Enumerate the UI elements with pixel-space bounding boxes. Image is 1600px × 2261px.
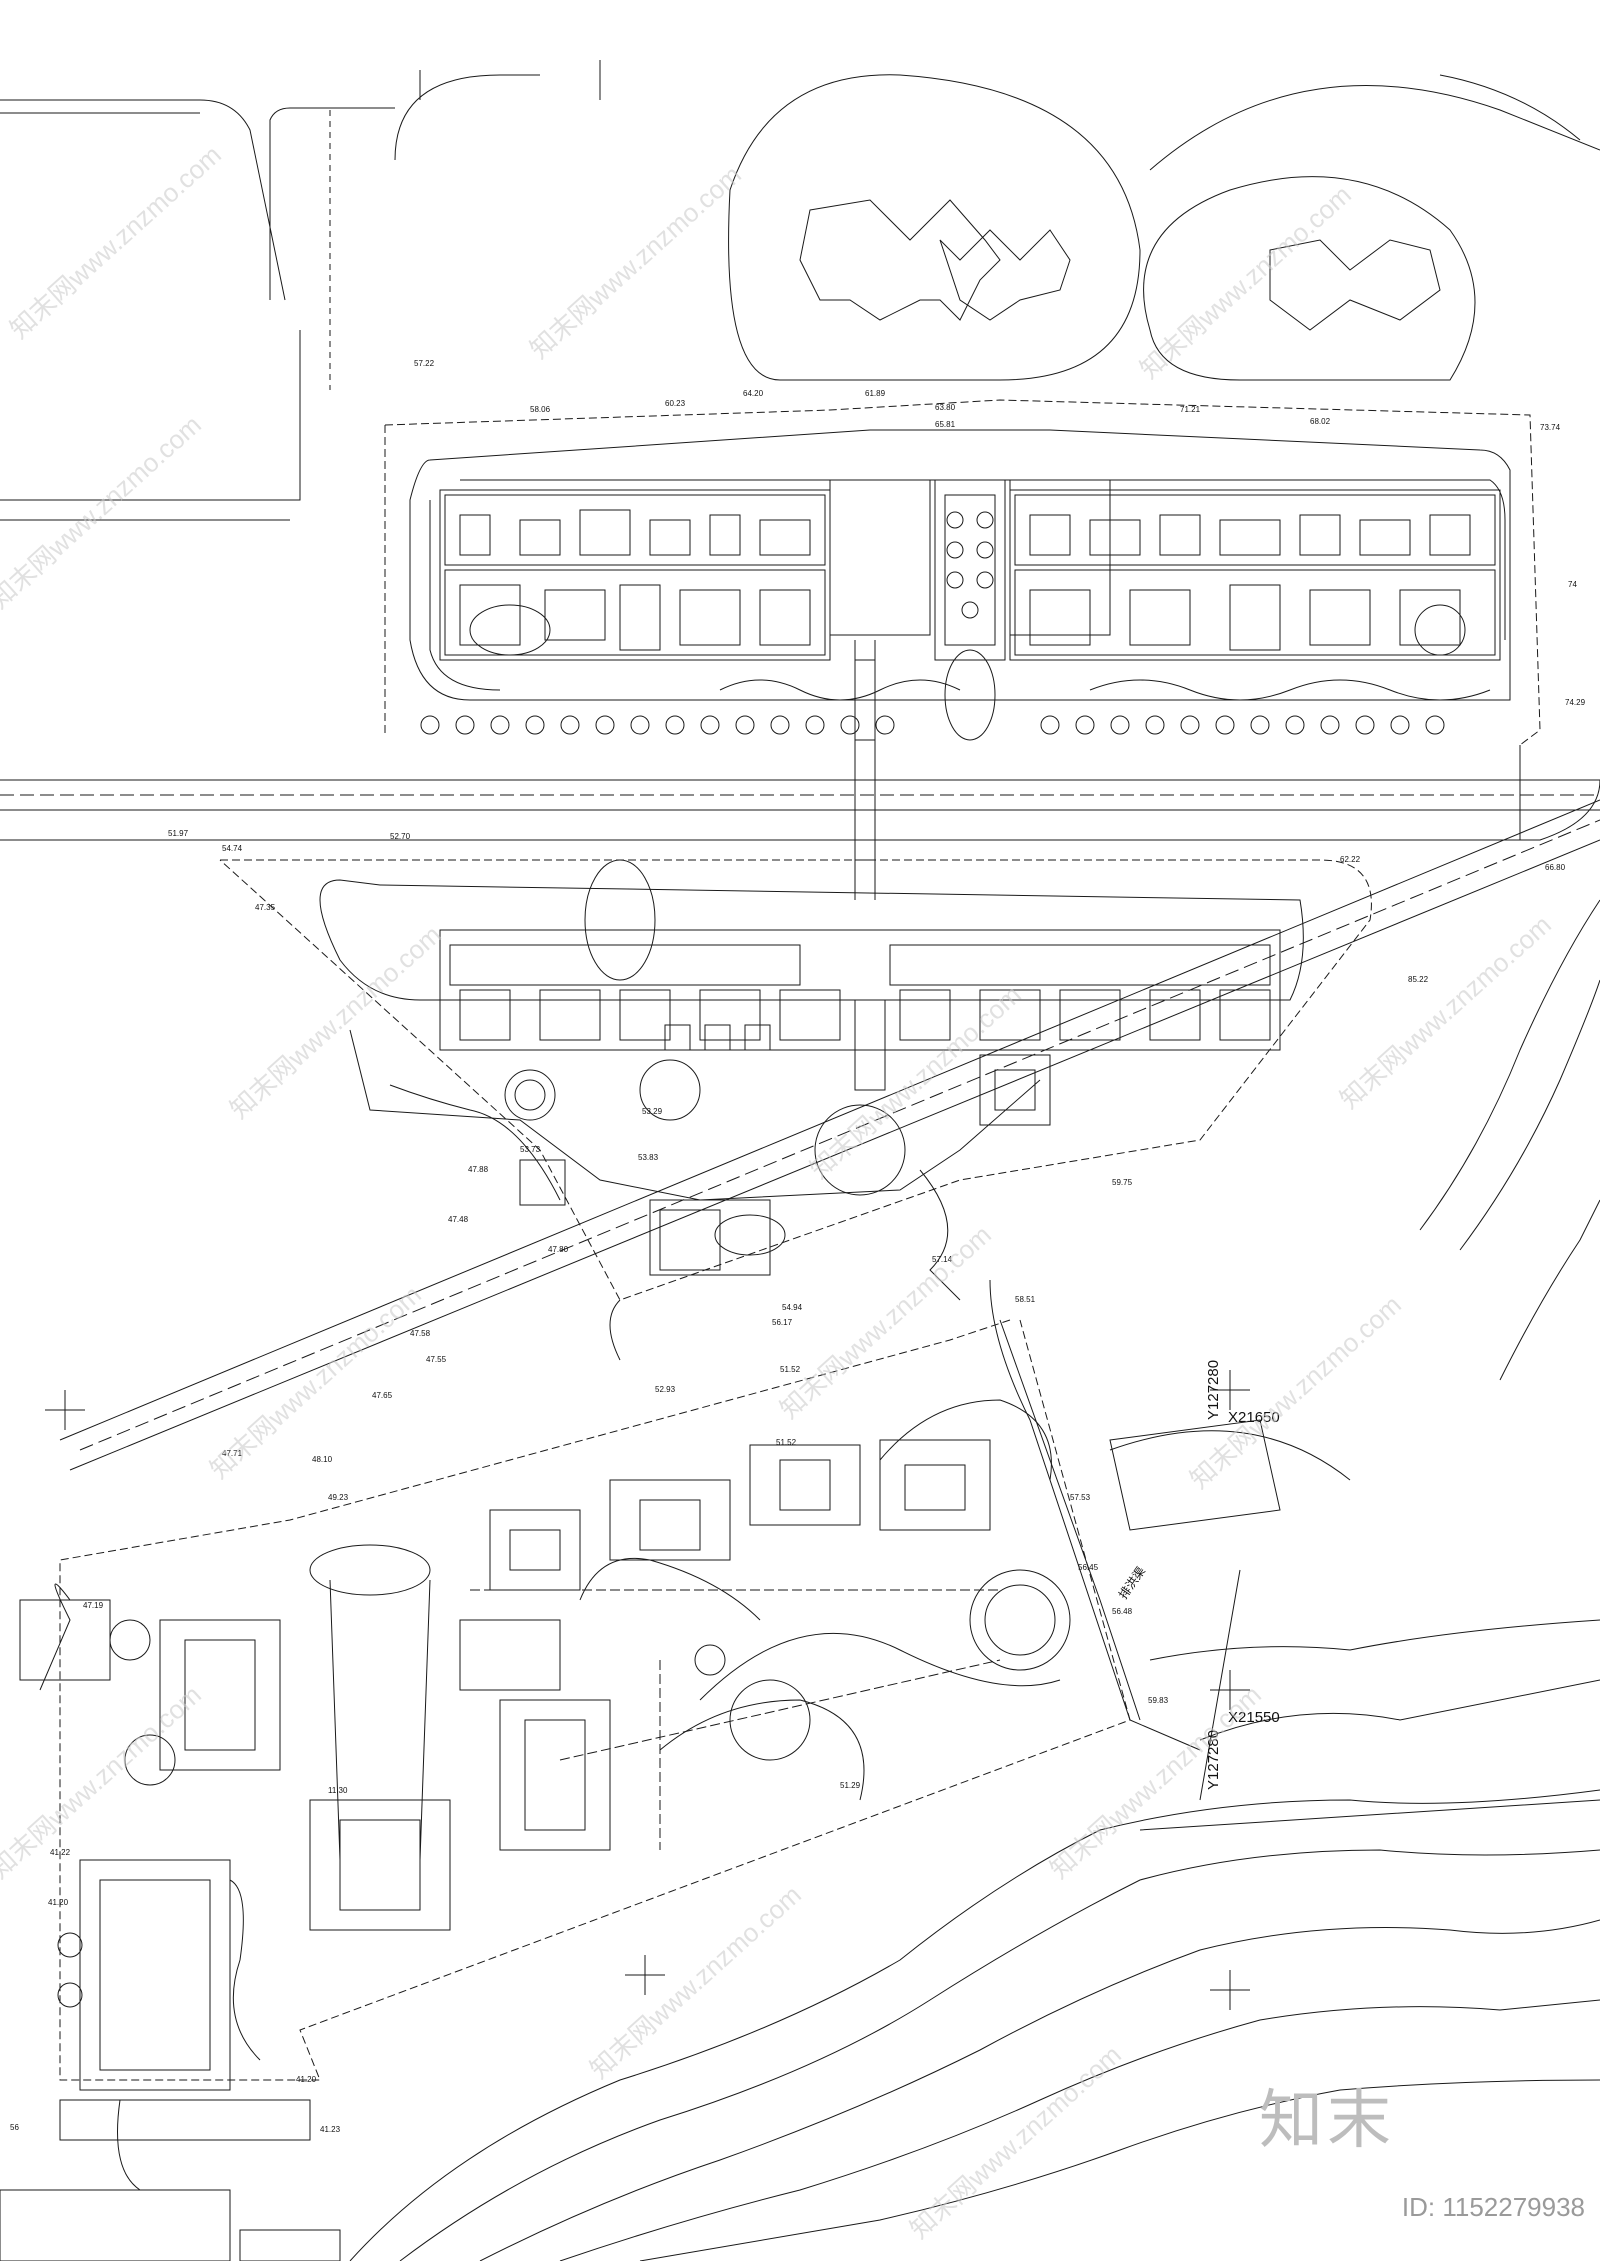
elevation-label: 60.23 <box>665 399 686 408</box>
elevation-label: 53.73 <box>520 1145 541 1154</box>
elevation-label: 59.75 <box>1112 1178 1133 1187</box>
elevation-label: 56 <box>10 2123 19 2132</box>
elevation-label: 68.02 <box>1310 417 1331 426</box>
elevation-label: 52.93 <box>655 1385 676 1394</box>
elevation-label: 54.94 <box>782 1303 803 1312</box>
elevation-label: 41.20 <box>48 1898 69 1907</box>
coord-y-upper: Y127280 <box>1205 1360 1222 1420</box>
elevation-label: 57.53 <box>1070 1493 1091 1502</box>
elevation-label: 74 <box>1568 580 1577 589</box>
asset-id: ID: 1152279938 <box>1401 2192 1585 2222</box>
elevation-label: 58.06 <box>530 405 551 414</box>
elevation-label: 73.74 <box>1540 423 1561 432</box>
unit-rooms-top <box>459 509 1471 651</box>
elevation-label: 47.35 <box>255 903 276 912</box>
elevation-label: 61.89 <box>865 389 886 398</box>
elevation-label: 71.21 <box>1180 405 1201 414</box>
elevation-label: 41.22 <box>50 1848 71 1857</box>
coord-x-lower: X21550 <box>1228 1709 1280 1726</box>
elevation-label: 65.81 <box>935 420 956 429</box>
central-paving <box>944 494 996 646</box>
elevation-label: 56.48 <box>1112 1607 1133 1616</box>
coord-x-upper: X21650 <box>1228 1409 1280 1426</box>
elevation-label: 64.20 <box>743 389 764 398</box>
villa-blocks <box>79 1439 991 2091</box>
elevation-label: 62.22 <box>1340 855 1361 864</box>
elevation-label: 57.22 <box>414 359 435 368</box>
elevation-label: 11.30 <box>328 1786 348 1795</box>
elevation-label: 47.80 <box>548 1245 569 1254</box>
elevation-label: 53.83 <box>638 1153 659 1162</box>
elevation-label: 48.10 <box>312 1455 333 1464</box>
elevation-label: 47.58 <box>410 1329 431 1338</box>
linework <box>0 60 1600 2261</box>
elevation-label: 47.88 <box>468 1165 489 1174</box>
elevation-label: 74.29 <box>1565 698 1586 707</box>
elevation-label: 47.55 <box>426 1355 447 1364</box>
contour-lines <box>349 899 1600 2261</box>
elevation-label: 51.97 <box>168 829 189 838</box>
elevation-label: 54.74 <box>222 844 243 853</box>
elevation-label: 47.71 <box>222 1449 243 1458</box>
znzmo-logo: 知末 <box>1259 2084 1395 2158</box>
elevation-label: 58.51 <box>1015 1295 1036 1304</box>
elevation-label: 49.23 <box>328 1493 349 1502</box>
unit-rooms-middle <box>459 989 1271 1091</box>
elevation-label: 47.19 <box>83 1601 104 1610</box>
elevation-label: 51.52 <box>780 1365 801 1374</box>
coord-y-lower: Y127280 <box>1205 1730 1222 1790</box>
elevation-label: 41.20 <box>296 2075 317 2084</box>
elevation-label: 63.80 <box>935 403 956 412</box>
elevation-label: 51.29 <box>840 1781 861 1790</box>
survey-crosshairs <box>45 1370 1250 2010</box>
elevation-label: 56.17 <box>772 1318 793 1327</box>
elevation-label: 52.70 <box>390 832 411 841</box>
elevation-labels: 57.22 58.06 60.23 64.20 61.89 63.80 65.81 71.21… <box>10 359 1586 2134</box>
elevation-label: 59.83 <box>1148 1696 1169 1705</box>
elevation-label: 47.48 <box>448 1215 469 1224</box>
elevation-label: 53.29 <box>642 1107 663 1116</box>
elevation-label: 51.52 <box>776 1438 797 1447</box>
elevation-label: 47.65 <box>372 1391 393 1400</box>
elevation-label: 57.14 <box>932 1255 953 1264</box>
elevation-label: 56.45 <box>1078 1563 1099 1572</box>
elevation-label: 66.80 <box>1545 863 1566 872</box>
elevation-label: 41.23 <box>320 2125 341 2134</box>
elevation-label: 85.22 <box>1408 975 1429 984</box>
tree-row-top <box>420 715 1445 735</box>
